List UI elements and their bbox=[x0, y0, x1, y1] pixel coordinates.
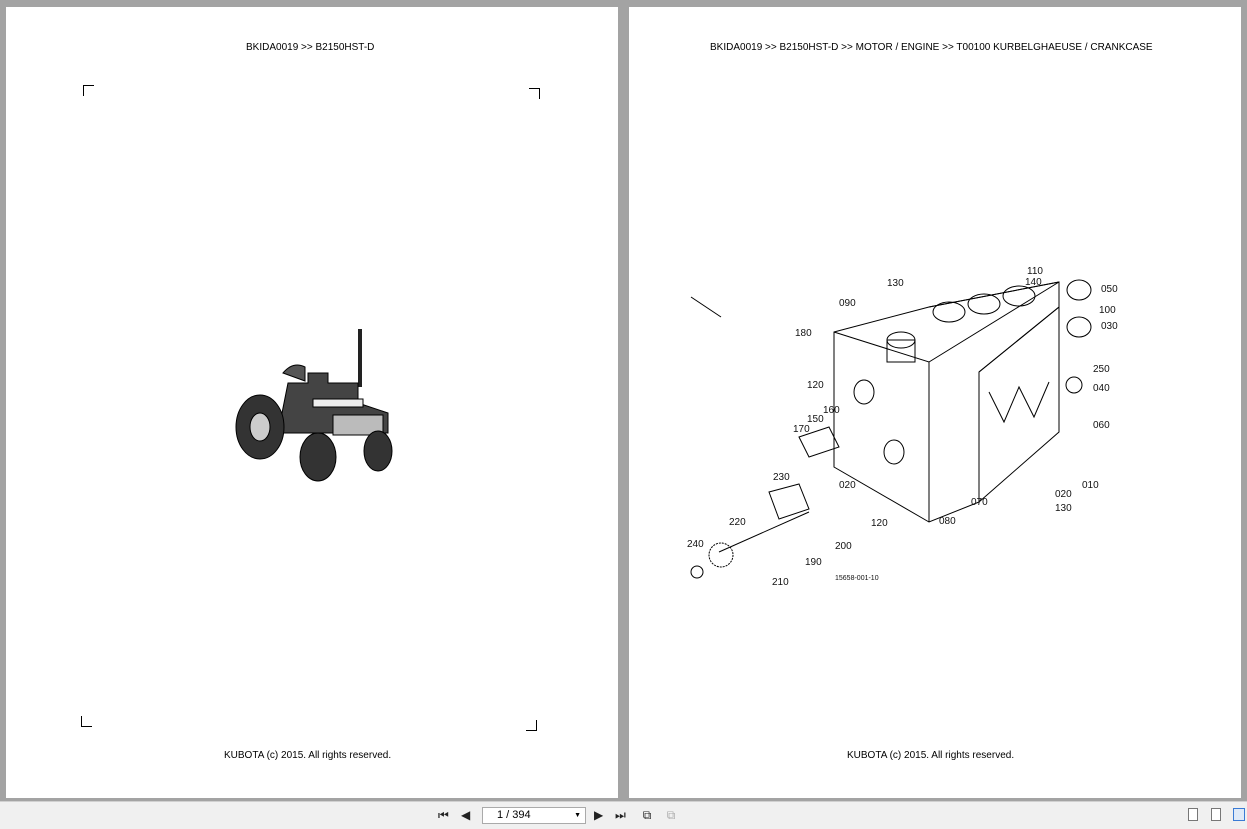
callout-label: 010 bbox=[1082, 480, 1099, 491]
callout-label: 040 bbox=[1093, 383, 1110, 394]
page-header: BKIDA0019 >> B2150HST-D >> MOTOR / ENGIN… bbox=[710, 42, 1153, 53]
callout-label: 130 bbox=[887, 278, 904, 289]
callout-label: 090 bbox=[839, 298, 856, 309]
facing-view-icon[interactable] bbox=[1233, 808, 1245, 821]
callout-label: 170 bbox=[793, 424, 810, 435]
callout-label: 030 bbox=[1101, 321, 1118, 332]
callout-label: 050 bbox=[1101, 284, 1118, 295]
page-footer: KUBOTA (c) 2015. All rights reserved. bbox=[847, 750, 1015, 761]
callout-label: 060 bbox=[1093, 420, 1110, 431]
left-page: BKIDA0019 >> B2150HST-D KUBOTA (c) 2015.… bbox=[6, 7, 618, 798]
callout-label: 150 bbox=[807, 414, 824, 425]
callout-label: 180 bbox=[795, 328, 812, 339]
callout-label: 110 bbox=[1027, 266, 1043, 277]
callout-label: 020 bbox=[1055, 489, 1072, 500]
callout-label: 160 bbox=[823, 405, 840, 416]
next-page-icon[interactable]: ▶ bbox=[594, 808, 604, 822]
single-page-view-icon[interactable] bbox=[1188, 808, 1198, 821]
callout-label: 230 bbox=[773, 472, 790, 483]
pdf-navigation-toolbar: ⏮ ◀ 1 / 394 ▼ ▶ ⏭ ⧉ ⧉ bbox=[0, 801, 1247, 829]
callout-label: 070 bbox=[971, 497, 988, 508]
callout-label: 020 bbox=[839, 480, 856, 491]
callout-label: 210 bbox=[772, 577, 789, 588]
callout-label: 220 bbox=[729, 517, 746, 528]
callout-labels: 110 140 130 090 050 100 030 180 250 120 … bbox=[687, 266, 1118, 588]
page-footer: KUBOTA (c) 2015. All rights reserved. bbox=[224, 750, 392, 761]
callout-label: 200 bbox=[835, 541, 852, 552]
callout-label: 140 bbox=[1025, 277, 1042, 288]
crop-mark bbox=[81, 716, 92, 727]
callout-label: 120 bbox=[871, 518, 888, 529]
callout-label: 120 bbox=[807, 380, 824, 391]
callout-label: 240 bbox=[687, 539, 704, 550]
paste-page-icon: ⧉ bbox=[666, 807, 676, 822]
drawing-number: 15658-001-10 bbox=[835, 575, 879, 582]
page-number-value: 1 / 394 bbox=[497, 809, 531, 821]
crop-mark bbox=[526, 720, 537, 731]
callout-label: 250 bbox=[1093, 364, 1110, 375]
crop-mark bbox=[83, 85, 94, 96]
callout-label: 080 bbox=[939, 516, 956, 527]
copy-page-icon[interactable]: ⧉ bbox=[642, 807, 652, 822]
crop-mark bbox=[529, 88, 540, 99]
continuous-view-icon[interactable] bbox=[1211, 808, 1221, 821]
first-page-icon[interactable]: ⏮ bbox=[438, 807, 449, 822]
crankcase-exploded-diagram: 110 140 130 090 050 100 030 180 250 120 … bbox=[687, 266, 1118, 588]
callout-label: 130 bbox=[1055, 503, 1072, 514]
right-page: BKIDA0019 >> B2150HST-D >> MOTOR / ENGIN… bbox=[629, 7, 1241, 798]
page-header: BKIDA0019 >> B2150HST-D bbox=[246, 42, 375, 53]
last-page-icon[interactable]: ⏭ bbox=[615, 807, 626, 822]
prev-page-icon[interactable]: ◀ bbox=[461, 808, 471, 822]
chevron-down-icon[interactable]: ▼ bbox=[574, 812, 581, 819]
callout-label: 190 bbox=[805, 557, 822, 568]
tractor-illustration bbox=[235, 329, 393, 482]
page-number-input[interactable]: 1 / 394 ▼ bbox=[482, 807, 586, 824]
callout-label: 100 bbox=[1099, 305, 1116, 316]
